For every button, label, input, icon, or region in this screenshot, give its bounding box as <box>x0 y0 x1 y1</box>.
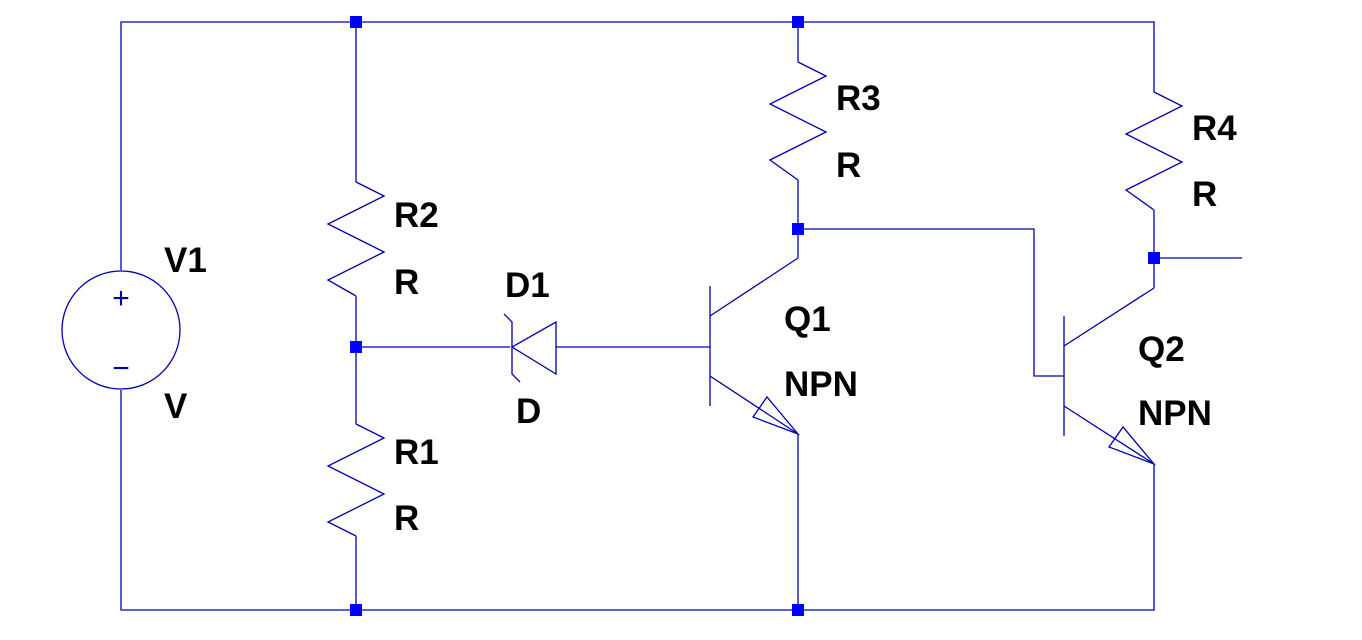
q1-value-label: NPN <box>784 365 858 404</box>
q2-npn-transistor: Q2 NPN <box>1063 287 1212 466</box>
r2-resistor-symbol <box>326 181 386 297</box>
junction-dot[interactable] <box>792 16 804 28</box>
top-rail-wire <box>120 21 1155 270</box>
r3-name-label: R3 <box>836 79 881 118</box>
q1-collector-lead <box>709 257 799 317</box>
junction-dot[interactable] <box>1148 252 1160 264</box>
r2-value-label: R <box>394 263 419 302</box>
q1-collector-to-q2-base-wire <box>798 228 1064 377</box>
wires <box>120 21 1242 611</box>
r2-name-label: R2 <box>394 196 439 235</box>
r3-value-label: R <box>836 146 861 185</box>
q2-emitter-arrow <box>1107 425 1157 466</box>
v1-minus-sign: − <box>112 352 130 385</box>
r4-value-label: R <box>1192 175 1217 214</box>
junction-dot[interactable] <box>792 604 804 616</box>
q2-value-label: NPN <box>1138 394 1212 433</box>
r2-resistor: R2 R <box>326 181 439 302</box>
v1-voltage-source: + − V1 V <box>61 241 207 426</box>
r1-name-label: R1 <box>394 433 439 472</box>
r1-resistor-symbol <box>326 423 386 537</box>
q1-npn-transistor: Q1 NPN <box>709 257 858 436</box>
r3-resistor-symbol <box>768 61 828 181</box>
q2-emitter-lead <box>1063 405 1155 465</box>
junction-dot[interactable] <box>350 16 362 28</box>
d1-zener-diode: D1 D <box>503 266 557 431</box>
d1-name-label: D1 <box>505 266 550 305</box>
r4-resistor-symbol <box>1124 91 1184 211</box>
q2-name-label: Q2 <box>1138 330 1185 369</box>
r3-resistor: R3 R <box>768 61 881 185</box>
q2-collector-lead <box>1063 287 1155 347</box>
d1-value-label: D <box>516 392 541 431</box>
junction-dot[interactable] <box>792 223 804 235</box>
r1-resistor: R1 R <box>326 423 439 538</box>
q1-emitter-lead <box>709 375 799 435</box>
v1-source-circle <box>61 270 181 390</box>
d1-diode-triangle <box>510 320 557 376</box>
r1-value-label: R <box>394 499 419 538</box>
v1-plus-sign: + <box>112 282 130 315</box>
d1-zener-bar <box>503 313 521 383</box>
r4-name-label: R4 <box>1192 109 1237 148</box>
junction-dot[interactable] <box>350 341 362 353</box>
junction-dot[interactable] <box>350 604 362 616</box>
v1-value-label: V <box>164 387 188 426</box>
q1-emitter-arrow <box>751 395 801 436</box>
q1-name-label: Q1 <box>784 300 831 339</box>
bottom-rail-wire <box>120 390 1155 611</box>
r4-resistor: R4 R <box>1124 91 1237 214</box>
junctions <box>350 16 1160 616</box>
v1-name-label: V1 <box>164 241 207 280</box>
